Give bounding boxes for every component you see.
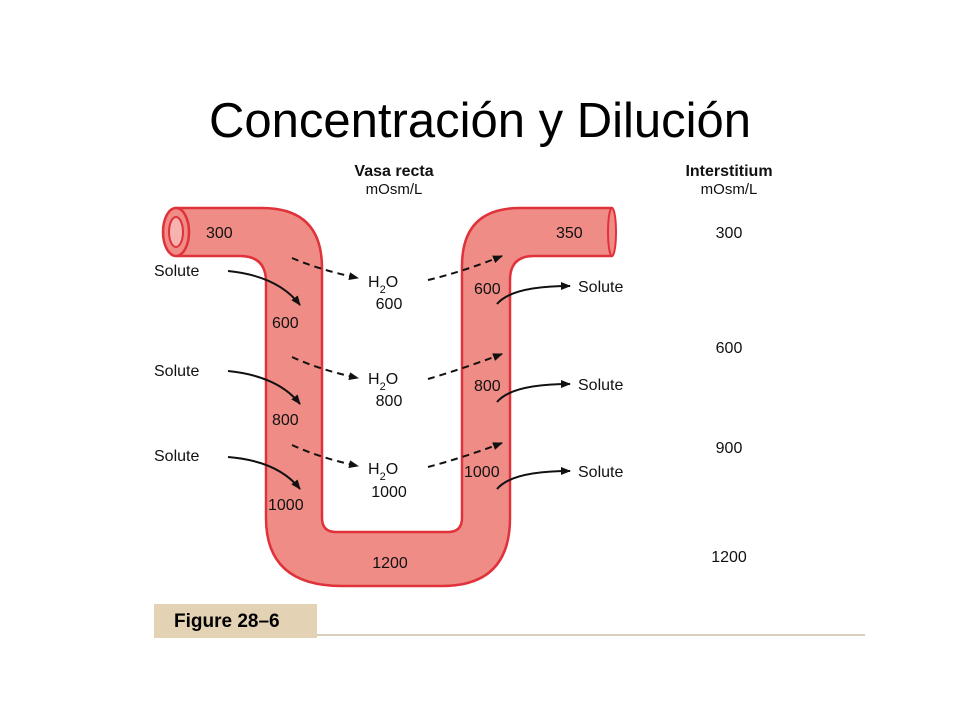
water-value: 1000 (371, 484, 407, 501)
interstitium-heading: Interstitium (685, 163, 772, 180)
water-value: 600 (376, 296, 403, 313)
vessel-bottom-value: 1200 (372, 555, 408, 572)
solute-label: Solute (578, 464, 623, 481)
solute-out-arrow (496, 467, 571, 490)
solute-label: Solute (154, 263, 199, 280)
vessel-outlet-value: 350 (556, 225, 583, 242)
interstitium-unit: mOsm/L (701, 181, 758, 198)
interstitium-value: 900 (716, 440, 743, 457)
vessel-inlet-ring (168, 216, 184, 248)
vasa-recta-heading: Vasa recta (354, 163, 433, 180)
water-value: 800 (376, 393, 403, 410)
vasa-recta-unit: mOsm/L (366, 181, 423, 198)
solute-in-arrow (227, 370, 301, 405)
water-label: H2O (368, 461, 398, 483)
slide-title: Concentración y Dilución (209, 93, 751, 148)
solute-out-arrow (496, 282, 571, 305)
interstitium-value: 300 (716, 225, 743, 242)
ascending-value: 800 (474, 378, 501, 395)
ascending-value: 600 (474, 281, 501, 298)
water-label: H2O (368, 371, 398, 393)
descending-value: 800 (272, 412, 299, 429)
solute-label: Solute (154, 448, 199, 465)
water-out-arrow (291, 257, 359, 281)
water-in-arrow (427, 353, 503, 380)
figure-caption-bar (154, 604, 317, 638)
descending-value: 1000 (268, 497, 304, 514)
water-in-arrow (427, 255, 503, 281)
water-out-arrow (291, 444, 359, 469)
solute-in-arrow (227, 270, 301, 306)
water-in-arrow (427, 442, 503, 468)
water-out-arrow (291, 356, 359, 381)
solute-label: Solute (154, 363, 199, 380)
figure-caption-label: Figure 28–6 (174, 611, 280, 632)
water-label: H2O (368, 274, 398, 296)
solute-in-arrow (227, 456, 301, 490)
ascending-value: 1000 (464, 464, 500, 481)
descending-value: 600 (272, 315, 299, 332)
interstitium-value: 600 (716, 340, 743, 357)
vasa-recta-vessel (174, 206, 614, 588)
solute-label: Solute (578, 377, 623, 394)
figure-caption-rule (317, 634, 865, 636)
solute-label: Solute (578, 279, 623, 296)
solute-out-arrow (496, 380, 571, 403)
interstitium-value: 1200 (711, 549, 747, 566)
vessel-outlet-end (607, 207, 617, 257)
vessel-inlet-value: 300 (206, 225, 233, 242)
